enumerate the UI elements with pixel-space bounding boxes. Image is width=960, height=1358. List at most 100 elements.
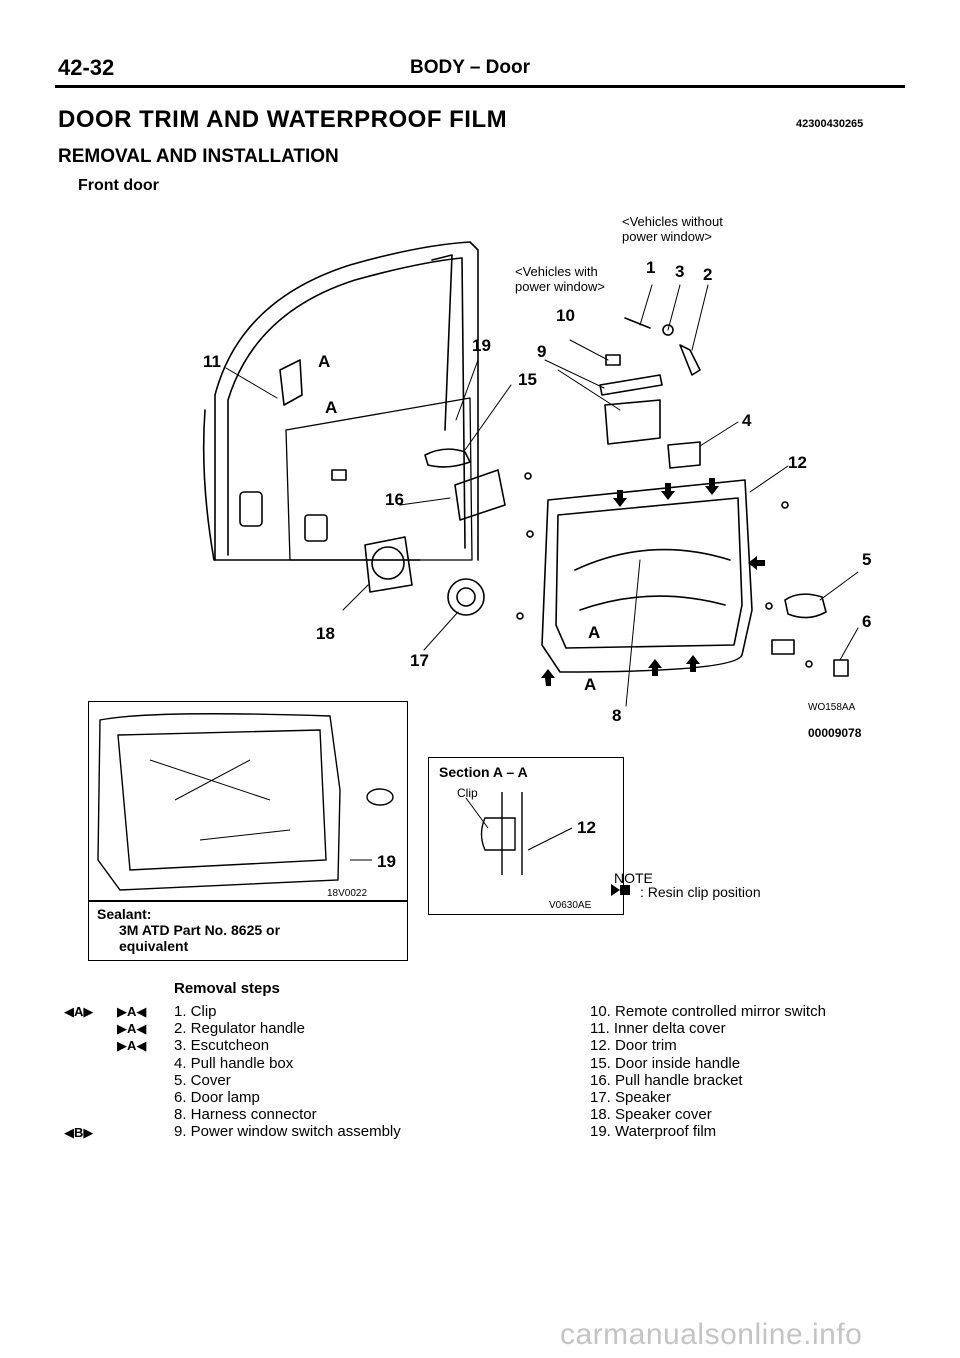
film-opening <box>304 514 328 542</box>
speaker-cone <box>456 587 476 607</box>
inset-hatch <box>149 759 291 841</box>
inset-film-outline <box>117 729 327 871</box>
callout-17: 17 <box>410 651 429 670</box>
callout-11: 11 <box>203 352 221 371</box>
removal-step: 5. Cover <box>174 1071 231 1089</box>
callout-1: 1 <box>646 258 656 277</box>
door-lamp-bulb <box>833 659 849 677</box>
clip-label: Clip <box>457 786 478 800</box>
leader-line <box>225 367 278 399</box>
removal-step: 11. Inner delta cover <box>590 1020 726 1038</box>
callout-4: 4 <box>742 411 752 430</box>
screw <box>526 530 534 538</box>
callout-10: 10 <box>556 306 575 325</box>
door-lamp <box>771 639 795 655</box>
door-frame-rail <box>431 254 453 431</box>
door-frame-outline <box>214 241 479 561</box>
inset-code: 18V0022 <box>327 888 368 899</box>
leader-line <box>455 359 479 421</box>
leader-line <box>749 465 789 493</box>
removal-step: 9. Power window switch assembly <box>174 1123 401 1141</box>
door-frame-hole <box>239 491 263 527</box>
resin-clip-arrow-icon <box>613 490 627 507</box>
inset-divider <box>89 900 407 902</box>
mirror-switch <box>605 354 621 366</box>
section-code: V0630AE <box>549 900 592 911</box>
subsection-title: Front door <box>78 177 159 194</box>
leader-line <box>557 369 621 411</box>
figure-code: WO158AA <box>808 702 856 713</box>
pull-handle-cover <box>667 441 701 469</box>
callout-6: 6 <box>862 612 872 631</box>
section-aa-art <box>465 792 573 875</box>
callout-12: 12 <box>788 453 807 472</box>
sealant-spec-line: 3M ATD Part No. 8625 or <box>119 922 281 938</box>
callout-15: 15 <box>518 370 537 389</box>
section-leader <box>465 797 573 851</box>
door-frame-bottom <box>202 409 421 561</box>
callout-a: A <box>588 623 601 642</box>
pull-handle-box <box>604 399 661 445</box>
trim-pocket-line <box>579 595 726 611</box>
speaker-cover <box>364 536 413 593</box>
inset-door-outline <box>97 713 341 891</box>
section-title: BODY – Door <box>410 57 531 78</box>
door-frame-inner <box>227 257 466 556</box>
note-arrow-icon <box>611 884 630 896</box>
note-text: : Resin clip position <box>640 884 761 900</box>
resin-clip-arrow-icon <box>661 483 675 500</box>
speaker-cover-grille <box>371 546 405 580</box>
removal-step: 10. Remote controlled mirror switch <box>590 1003 826 1020</box>
sealant-inset-box: 19 18V0022 Sealant: 3M ATD Part No. 8625… <box>88 701 408 961</box>
removal-step: 2. Regulator handle <box>174 1020 305 1038</box>
callout-a: A <box>318 352 331 371</box>
removal-step: 4. Pull handle box <box>174 1054 294 1072</box>
section-callout-12: 12 <box>577 818 596 837</box>
callout-3: 3 <box>675 262 685 281</box>
section-trim-lines <box>501 792 523 875</box>
removal-steps-right: 10. Remote controlled mirror switch 11. … <box>590 1003 826 1141</box>
removal-steps-left: 1. Clip 2. Regulator handle 3. Escutcheo… <box>174 1003 401 1141</box>
screw <box>516 612 524 620</box>
screw <box>805 660 813 668</box>
waterproof-film-inset-art <box>97 713 394 891</box>
removal-step: 16. Pull handle bracket <box>590 1071 743 1089</box>
leader-line <box>464 384 512 451</box>
resin-clip-arrows <box>541 478 765 686</box>
leader-line <box>544 359 605 389</box>
removal-step: 8. Harness connector <box>174 1106 317 1124</box>
leader-line <box>839 627 859 661</box>
screw <box>781 501 789 509</box>
clip-part <box>624 317 651 329</box>
callout-8: 8 <box>612 706 622 725</box>
note-with-power-window: <Vehicles with power window> <box>515 264 605 294</box>
callout-2: 2 <box>703 265 713 284</box>
regulator-handle <box>679 344 701 376</box>
leader-line <box>342 584 369 611</box>
door-trim-panel <box>541 479 753 673</box>
marker-b-removal: ◀B▶ <box>64 1125 94 1140</box>
note-label: NOTE <box>614 870 653 886</box>
screw <box>765 602 773 610</box>
removal-step: 6. Door lamp <box>174 1089 260 1107</box>
note-line: <Vehicles without <box>622 214 723 229</box>
leader-line <box>699 421 739 447</box>
film-opening-small <box>331 469 347 481</box>
callout-5: 5 <box>862 550 872 569</box>
note-without-power-window: <Vehicles without power window> <box>622 214 723 244</box>
trim-armrest-line <box>574 548 731 571</box>
screw <box>524 472 532 480</box>
callout-a: A <box>325 398 338 417</box>
removal-step: 19. Waterproof film <box>590 1123 717 1141</box>
leader-line <box>569 339 609 361</box>
leader-line <box>399 497 451 506</box>
cover-part <box>784 593 827 619</box>
removal-step: 3. Escutcheon <box>174 1037 270 1055</box>
callout-19: 19 <box>472 336 491 355</box>
resin-clip-arrow-icon <box>541 669 555 686</box>
speaker <box>447 578 485 616</box>
door-trim-inner-line <box>555 497 743 649</box>
removal-step: 12. Door trim <box>590 1037 677 1055</box>
sealant-caption: Sealant: 3M ATD Part No. 8625 or equival… <box>97 906 280 954</box>
